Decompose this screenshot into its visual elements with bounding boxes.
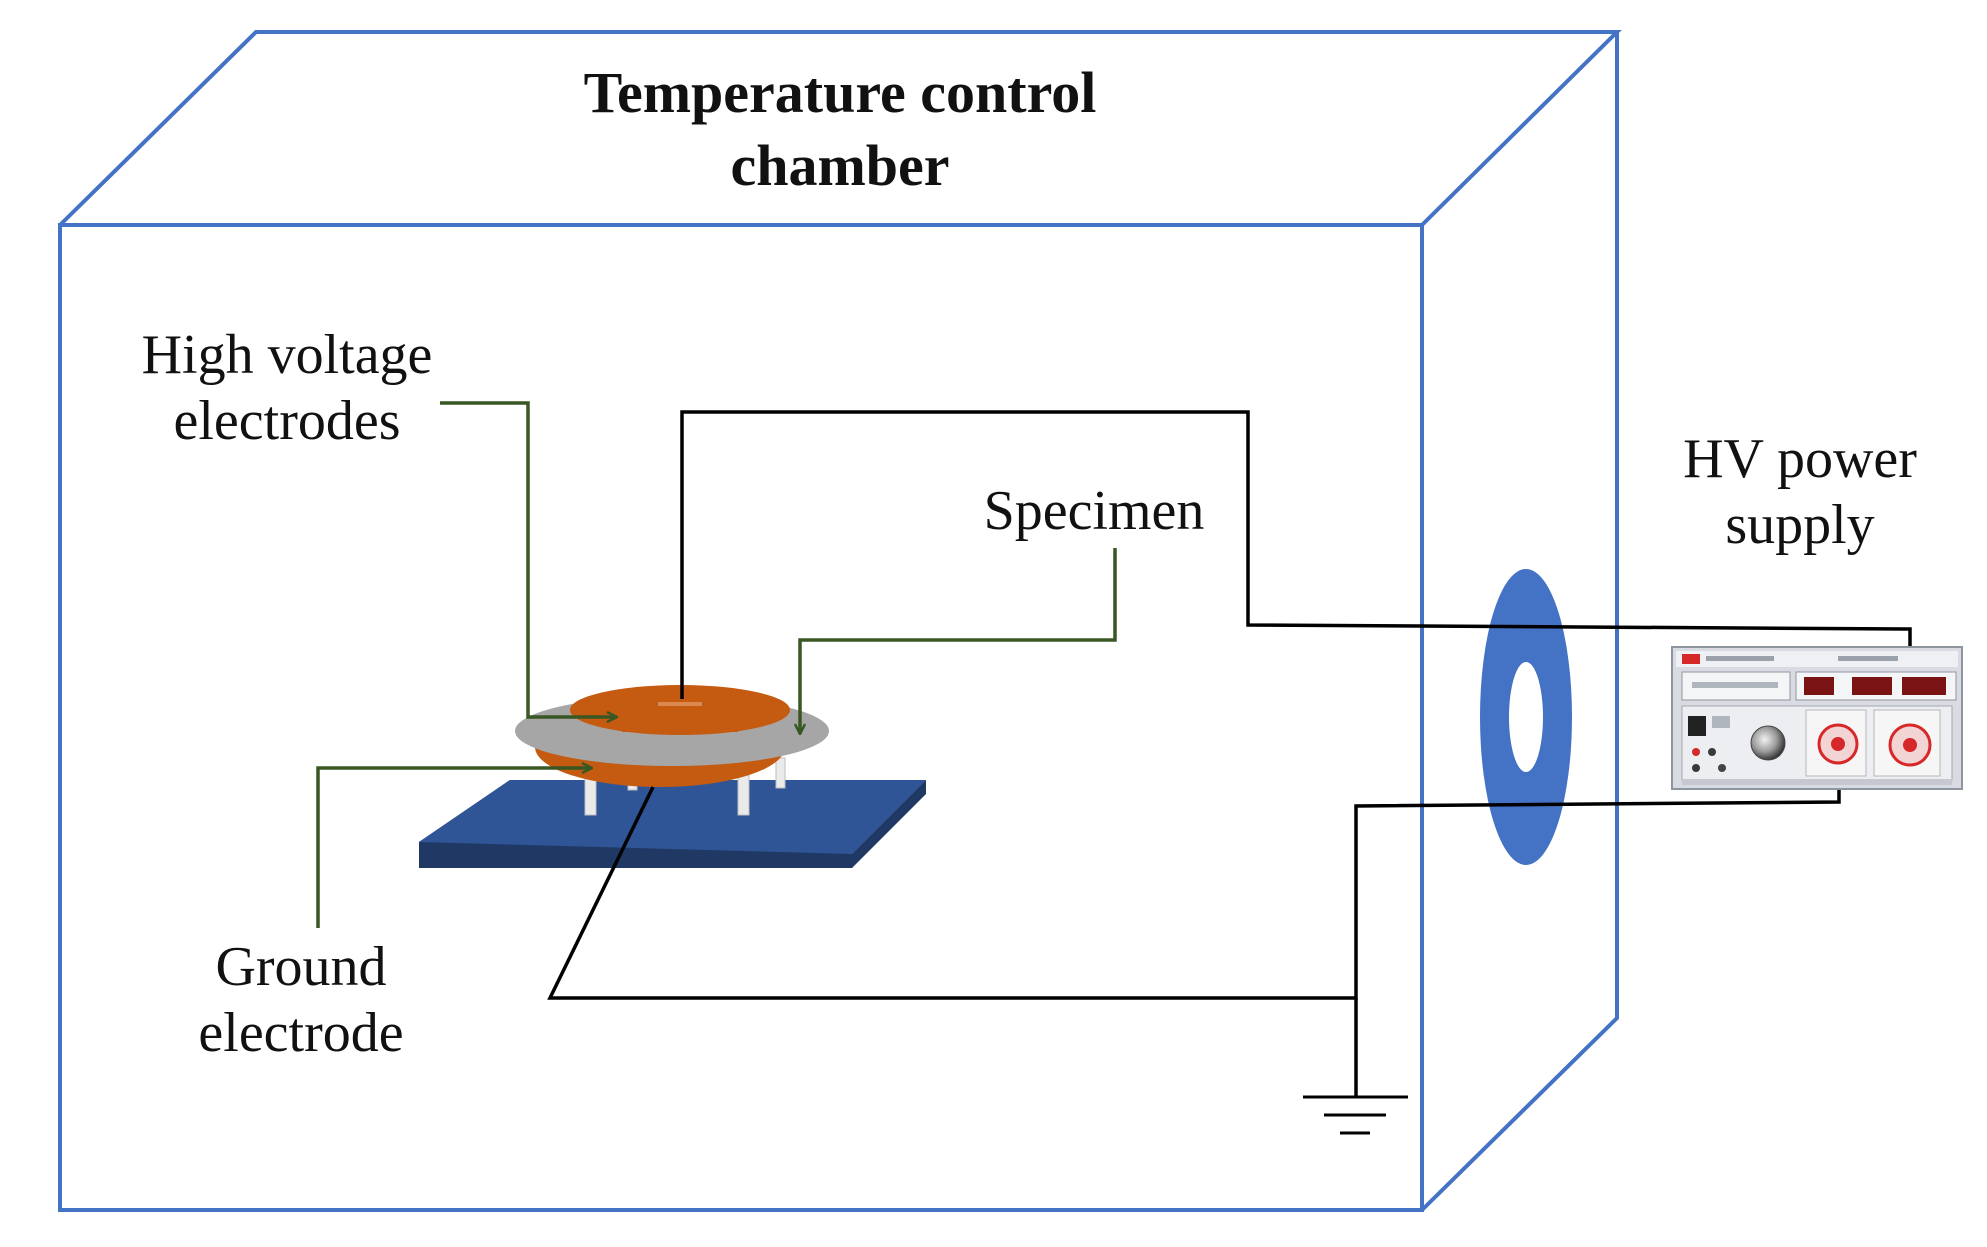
high-voltage-electrode — [570, 685, 790, 735]
chamber-top-face — [58, 30, 1622, 227]
power-supply-label: HV power supply — [1683, 426, 1917, 558]
power-supply-label-line2: supply — [1725, 494, 1875, 557]
pointer-specimen — [800, 548, 1117, 734]
base-plate — [419, 780, 926, 868]
ground-electrode-label-line1: Ground — [215, 936, 387, 998]
ground-electrode-label: Ground electrode — [198, 934, 403, 1066]
chamber-label: Temperature control chamber — [584, 56, 1097, 202]
ground-symbol — [1303, 1095, 1408, 1135]
specimen-label-text: Specimen — [983, 480, 1205, 542]
ground-electrode-label-line2: electrode — [198, 1002, 404, 1065]
hv-electrodes-label: High voltage electrodes — [142, 322, 433, 454]
chamber-side-face — [1420, 32, 1619, 1212]
chamber-label-line1: Temperature control — [583, 60, 1097, 125]
chamber-label-line2: chamber — [730, 133, 950, 199]
pointer-hv-electrodes — [440, 401, 617, 717]
control-knob — [1750, 725, 1786, 761]
hv-electrodes-label-line1: High voltage — [141, 324, 433, 386]
chamber-front-face — [58, 223, 1424, 1212]
specimen-label: Specimen — [984, 478, 1205, 544]
feedthrough-insulator — [1480, 569, 1572, 865]
pointer-ground-electrode — [316, 768, 592, 928]
hv-electrodes-label-line2: electrodes — [173, 390, 401, 453]
hv-power-supply-unit — [1671, 646, 1963, 790]
pointer-lines — [316, 401, 1117, 928]
temperature-chamber — [58, 30, 1622, 1212]
power-supply-label-line1: HV power — [1683, 428, 1917, 490]
ground-wire — [547, 746, 1841, 1000]
